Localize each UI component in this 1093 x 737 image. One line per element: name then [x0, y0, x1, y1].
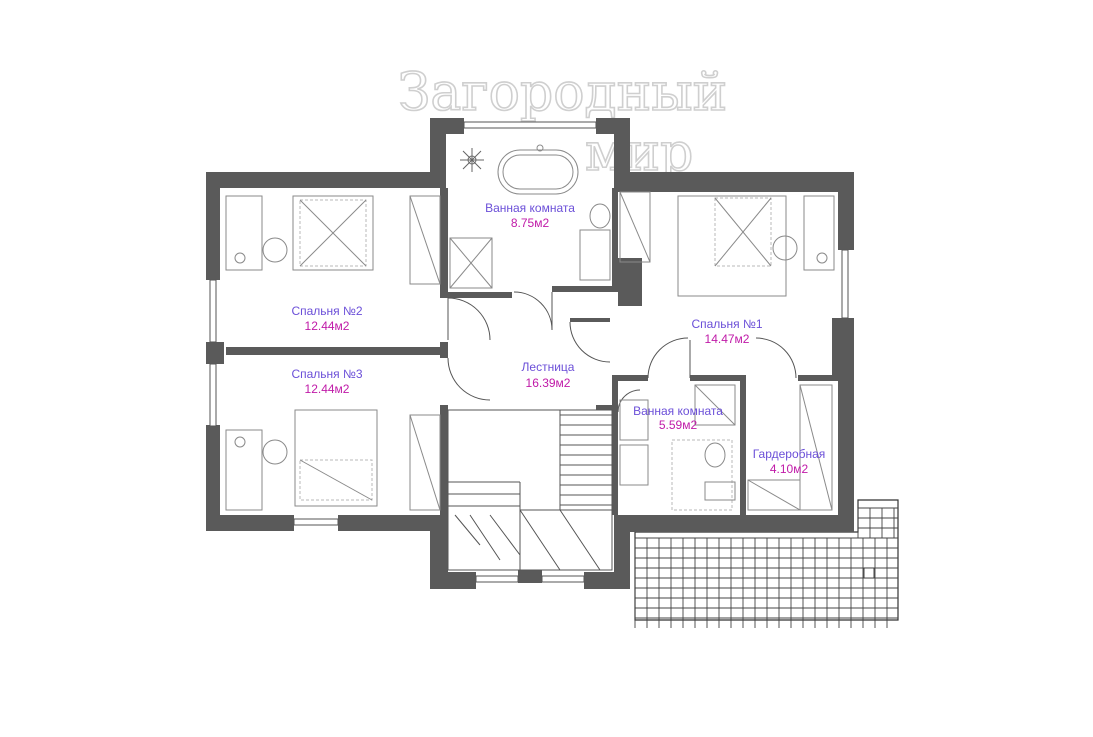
tile-grid [634, 507, 898, 628]
room-area-bed3: 12.44м2 [305, 382, 350, 396]
room-name-bath1: Ванная комната [485, 201, 575, 215]
exterior-walls [206, 118, 854, 589]
bath1-fixtures [449, 144, 611, 289]
room-area-stair: 16.39м2 [526, 376, 571, 390]
room-area-wardrobe: 4.10м2 [770, 462, 809, 476]
roof-vent [863, 567, 875, 579]
room-name-bed2: Спальня №2 [291, 304, 362, 318]
bedroom2-furniture [225, 195, 441, 285]
room-area-bed2: 12.44м2 [305, 319, 350, 333]
room-area-bath1: 8.75м2 [511, 216, 550, 230]
roof-tiles [634, 499, 899, 628]
interior-walls [226, 188, 838, 515]
room-name-wardrobe: Гардеробная [753, 447, 826, 461]
bath2-fixtures [619, 384, 736, 511]
room-name-bath2: Ванная комната [633, 404, 723, 418]
wardrobe-fixtures [747, 384, 833, 511]
staircase [447, 409, 613, 571]
room-name-stair: Лестница [522, 360, 575, 374]
room-area-bed1: 14.47м2 [705, 332, 750, 346]
plant-icon [460, 148, 484, 172]
watermark-line1: Загородный [398, 63, 727, 123]
room-labels: Ванная комната 8.75м2 Спальня №2 12.44м2… [291, 201, 825, 476]
room-area-bath2: 5.59м2 [659, 418, 698, 432]
bedroom1-furniture [619, 191, 835, 297]
room-name-bed1: Спальня №1 [691, 317, 762, 331]
windows [209, 121, 849, 583]
watermark-logo: Загородный мир [397, 62, 728, 184]
doors [447, 291, 797, 413]
room-name-bed3: Спальня №3 [291, 367, 362, 381]
bedroom3-furniture [225, 409, 441, 511]
